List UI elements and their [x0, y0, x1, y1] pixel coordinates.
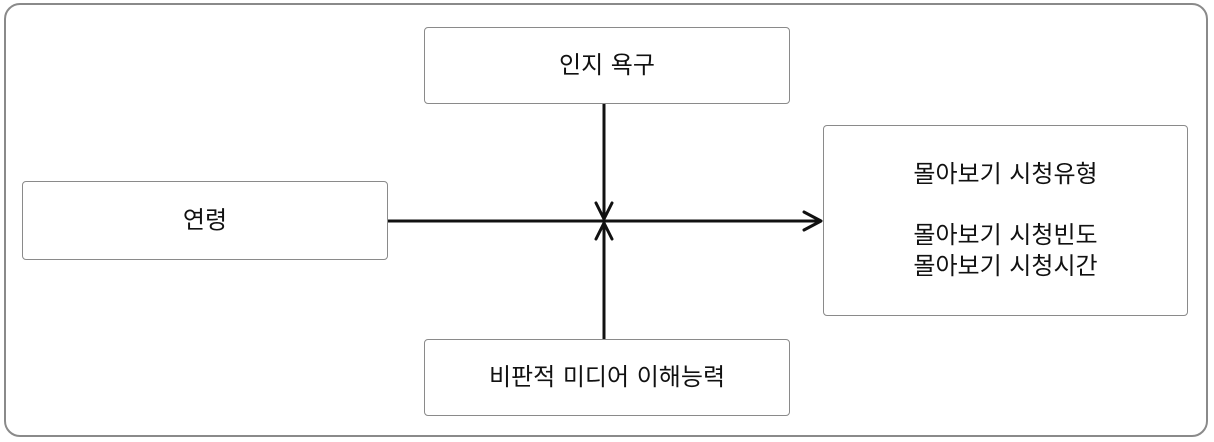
node-media-literacy-label: 비판적 미디어 이해능력 — [488, 362, 726, 391]
node-cognition-label: 인지 욕구 — [559, 50, 655, 79]
outcome-type-label: 몰아보기 시청유형 — [913, 159, 1098, 188]
node-media-literacy: 비판적 미디어 이해능력 — [424, 339, 790, 416]
arrowhead-outcome — [802, 210, 823, 232]
diagram-frame — [4, 3, 1208, 437]
arrowhead-down — [594, 201, 614, 221]
node-age-label: 연령 — [182, 205, 228, 234]
outcome-duration-label: 몰아보기 시청시간 — [913, 252, 1098, 281]
node-outcome: 몰아보기 시청유형 몰아보기 시청빈도 몰아보기 시청시간 — [823, 125, 1188, 316]
outcome-frequency-label: 몰아보기 시청빈도 — [913, 220, 1098, 249]
arrowhead-up — [594, 221, 614, 241]
node-age: 연령 — [22, 181, 388, 260]
node-cognition: 인지 욕구 — [424, 27, 790, 104]
